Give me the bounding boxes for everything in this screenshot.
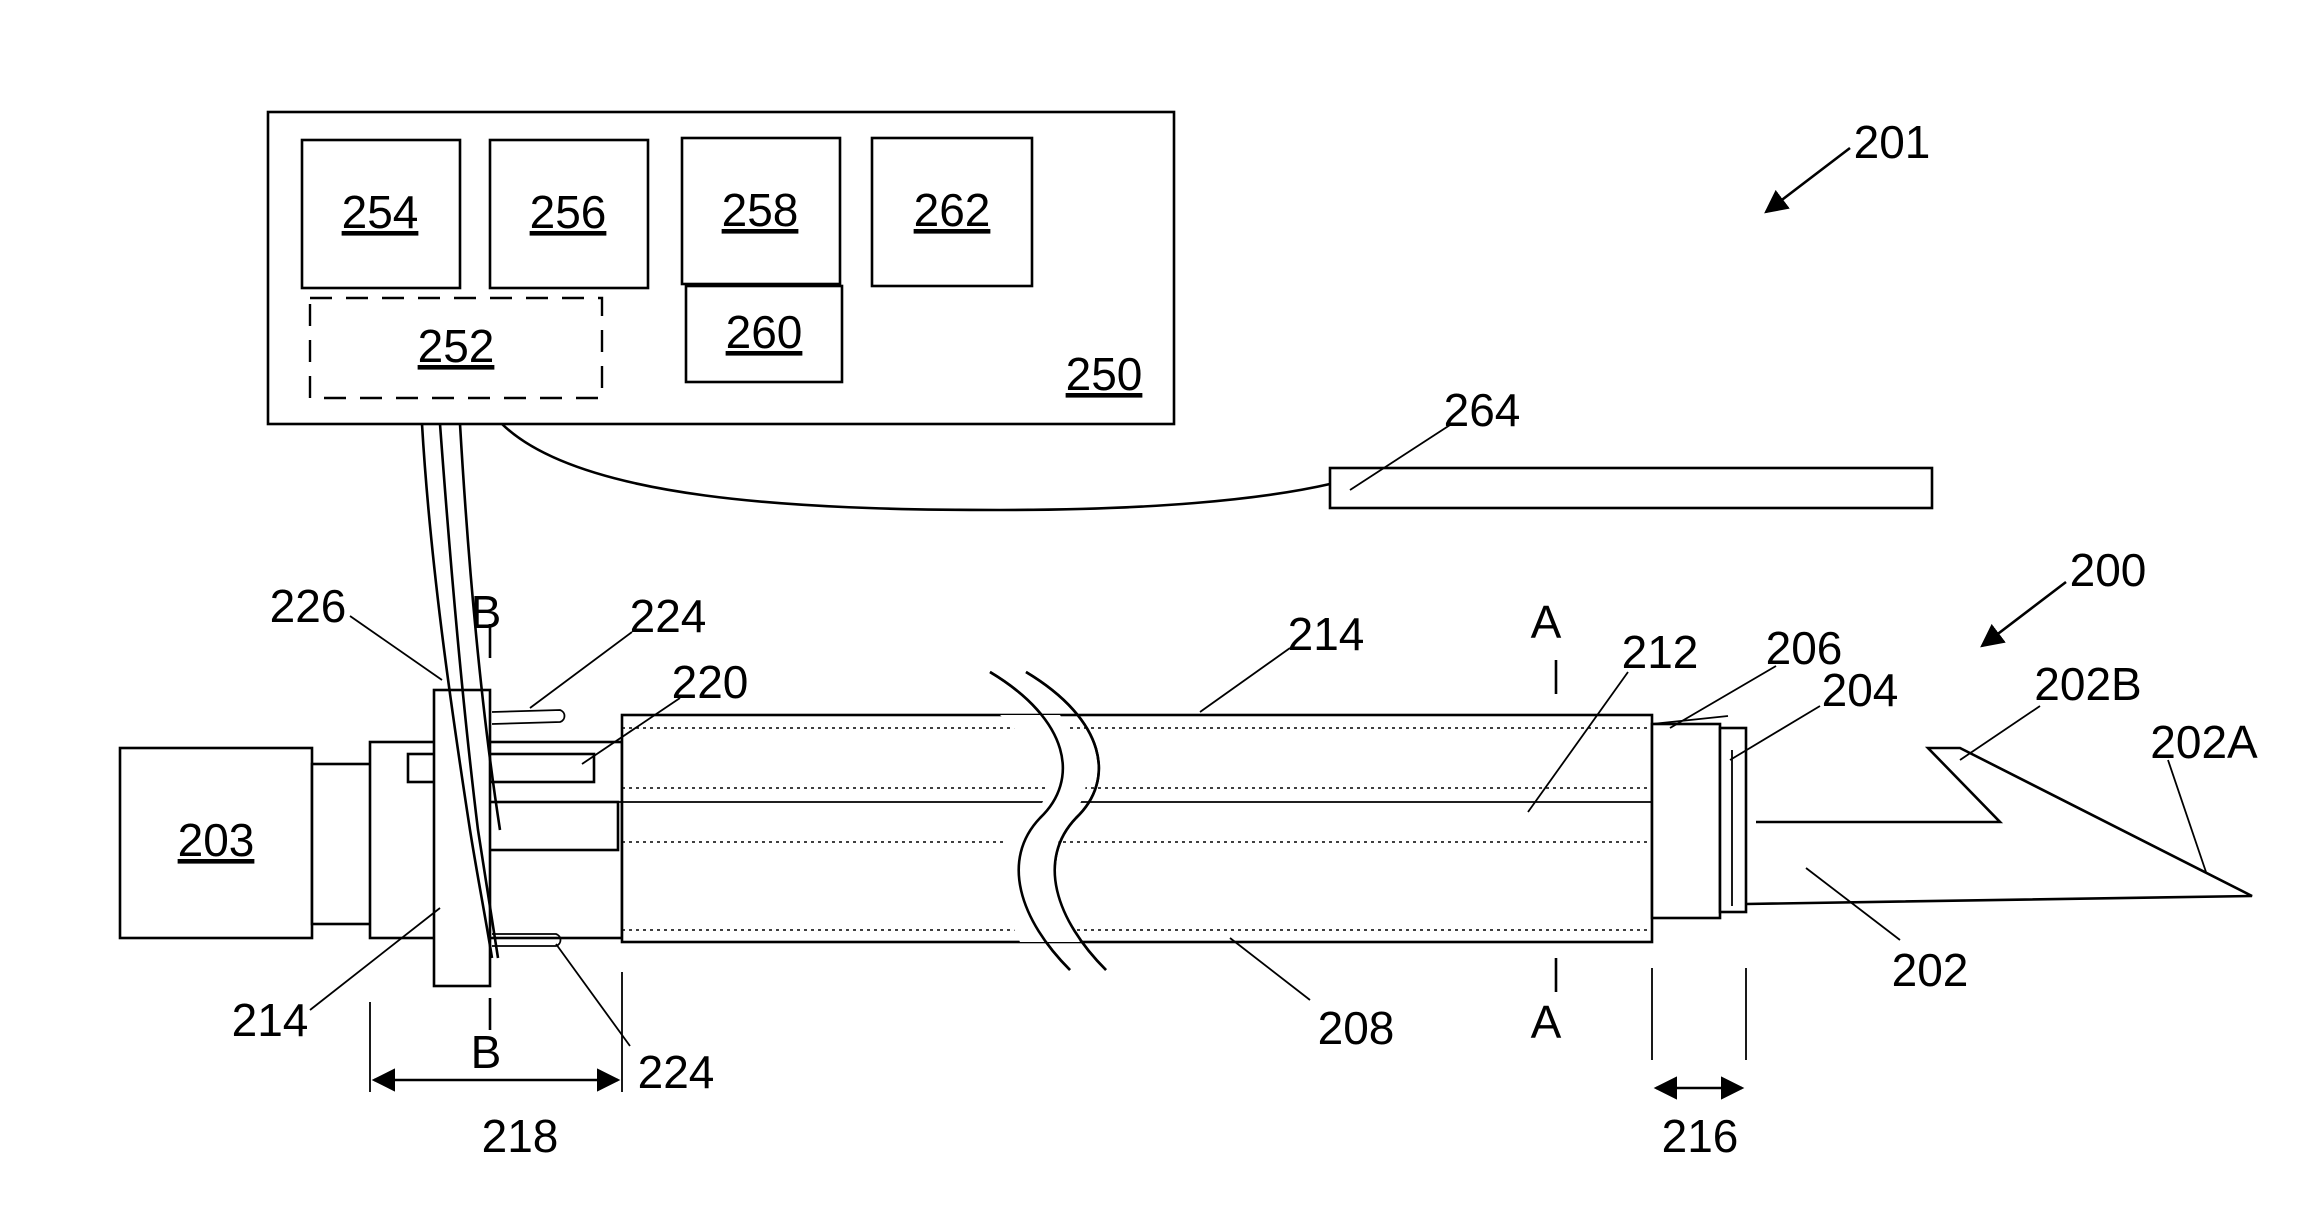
clip-224-top (492, 710, 565, 724)
flange-214 (434, 690, 490, 986)
leader-208 (1230, 938, 1310, 1000)
section-a-top-label: A (1531, 596, 1562, 648)
motor-shaft (312, 764, 372, 924)
wand-264 (1330, 468, 1932, 508)
label-202B: 202B (2034, 658, 2141, 710)
label-204: 204 (1822, 664, 1899, 716)
dim-218-label: 218 (482, 1110, 559, 1162)
collar-206 (1652, 724, 1720, 918)
module-260-label: 260 (726, 306, 803, 358)
module-254-label: 254 (342, 186, 419, 238)
label-214-top: 214 (1288, 608, 1365, 660)
system-label: 201 (1854, 116, 1931, 168)
motor-label: 203 (178, 814, 255, 866)
section-a-bottom-label: A (1531, 996, 1562, 1048)
section-b-bottom-label: B (471, 1026, 502, 1078)
label-226: 226 (270, 580, 347, 632)
wand-label: 264 (1444, 384, 1521, 436)
leader-224-top (530, 632, 632, 708)
device-arrow (1982, 582, 2066, 646)
module-256-label: 256 (530, 186, 607, 238)
section-b-top-label: B (471, 586, 502, 638)
system-arrow (1766, 148, 1850, 212)
controller-label: 250 (1066, 348, 1143, 400)
label-220: 220 (672, 656, 749, 708)
label-208: 208 (1318, 1002, 1395, 1054)
label-214-bottom: 214 (232, 994, 309, 1046)
outer-sheath-208 (622, 715, 1652, 942)
leader-224-bottom (556, 944, 630, 1046)
device-label: 200 (2070, 544, 2147, 596)
module-252-label: 252 (418, 320, 495, 372)
label-212: 212 (1622, 626, 1699, 678)
module-258-label: 258 (722, 184, 799, 236)
collar-204 (1720, 728, 1746, 912)
wand-cable (502, 424, 1330, 510)
label-202A: 202A (2150, 716, 2258, 768)
label-202: 202 (1892, 944, 1969, 996)
dim-216-label: 216 (1662, 1110, 1739, 1162)
leader-202B (1960, 706, 2040, 760)
module-262-label: 262 (914, 184, 991, 236)
label-224-top: 224 (630, 590, 707, 642)
leader-214-top (1200, 648, 1290, 712)
leader-226 (350, 616, 442, 680)
rod-main (484, 802, 618, 850)
label-224-bottom: 224 (638, 1046, 715, 1098)
